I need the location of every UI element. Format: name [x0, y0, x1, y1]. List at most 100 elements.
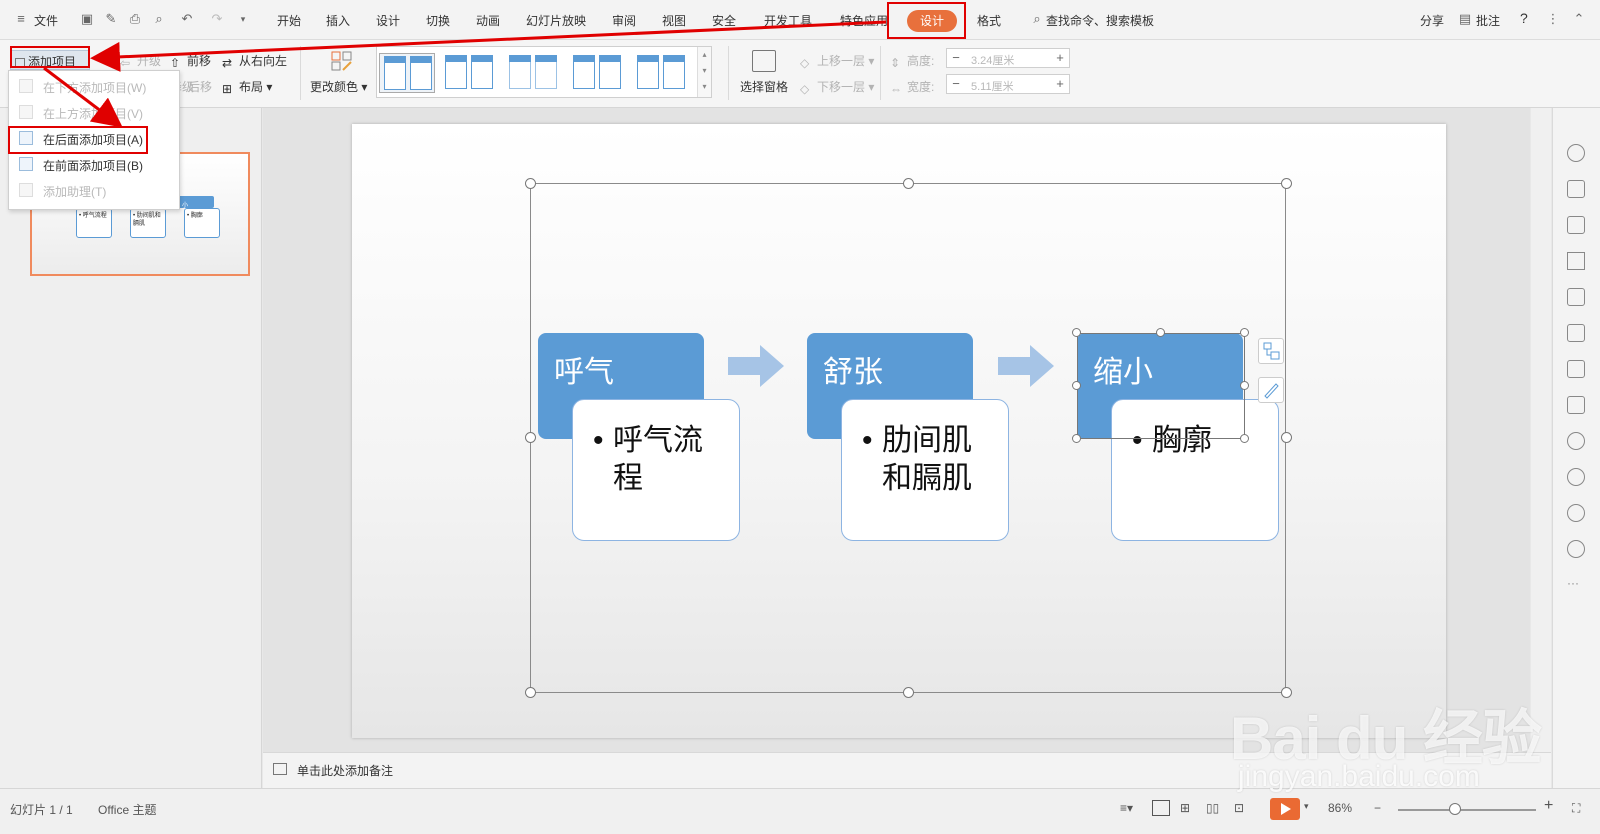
add-item-button[interactable]: 添加项目 — [10, 50, 90, 70]
shape-handle[interactable] — [1240, 381, 1249, 390]
resize-handle[interactable] — [525, 178, 536, 189]
smartart-body-1[interactable]: • 呼气流 程 — [572, 399, 740, 541]
gallery-icon[interactable] — [1567, 324, 1585, 342]
resize-handle[interactable] — [1281, 178, 1292, 189]
comment-button[interactable]: 批注 — [1476, 14, 1501, 28]
shape-icon[interactable] — [1567, 216, 1585, 234]
gallery-scroll[interactable]: ▴▾▾ — [697, 47, 711, 97]
zoom-slider[interactable] — [1398, 809, 1536, 811]
height-spinbox[interactable]: − 3.24厘米 + — [946, 48, 1070, 68]
shape-handle[interactable] — [1072, 434, 1081, 443]
shape-selection-box[interactable] — [1077, 333, 1245, 439]
customize-toolbar-icon[interactable]: ▾ — [240, 14, 246, 24]
tab-view[interactable]: 视图 — [662, 14, 687, 28]
style-thumb[interactable] — [379, 53, 435, 93]
history-icon[interactable] — [1567, 504, 1585, 522]
zoom-level[interactable]: 86% — [1328, 801, 1353, 815]
backup-icon[interactable] — [1567, 468, 1585, 486]
resize-handle[interactable] — [525, 432, 536, 443]
file-menu[interactable]: 文件 — [34, 14, 59, 28]
play-slideshow-button[interactable] — [1270, 798, 1300, 820]
resize-handle[interactable] — [525, 687, 536, 698]
smartart-body-2[interactable]: • 肋间肌 和膈肌 — [841, 399, 1009, 541]
right-to-left-button[interactable]: ⇄从右向左 — [222, 52, 287, 70]
zoom-out-button[interactable]: − — [1374, 801, 1382, 815]
width-value[interactable]: 5.11厘米 — [971, 81, 1014, 93]
style-thumb[interactable] — [569, 53, 625, 93]
more-options-icon[interactable]: ⋮ — [1546, 11, 1560, 26]
tab-design-slide[interactable]: 设计 — [376, 14, 401, 28]
save-icon[interactable]: ▣ — [80, 11, 94, 26]
template-icon[interactable] — [1567, 360, 1585, 378]
tab-format[interactable]: 格式 — [977, 14, 1002, 28]
height-increase-button[interactable]: + — [1056, 50, 1064, 65]
upgrade-button[interactable]: ⇦升级 — [120, 52, 161, 70]
notes-toggle-icon[interactable]: ≡▾ — [1120, 801, 1134, 815]
width-spinbox[interactable]: − 5.11厘米 + — [946, 74, 1070, 94]
style-float-button[interactable] — [1258, 377, 1284, 403]
menu-item-add-below[interactable]: 在下方添加项目(W) — [9, 73, 181, 99]
command-search[interactable]: 查找命令、搜索模板 — [1046, 14, 1155, 28]
image-icon[interactable] — [1567, 396, 1585, 414]
print-preview-icon[interactable]: ⌕ — [155, 11, 163, 26]
style-icon[interactable] — [1567, 252, 1585, 270]
normal-view-icon[interactable] — [1152, 800, 1170, 816]
theme-name[interactable]: Office 主题 — [98, 803, 157, 817]
width-decrease-button[interactable]: − — [952, 76, 960, 91]
shape-handle[interactable] — [1072, 328, 1081, 337]
share-button[interactable]: 分享 — [1420, 14, 1445, 28]
shape-handle[interactable] — [1240, 434, 1249, 443]
redo-icon[interactable]: ↷ — [211, 11, 223, 26]
resize-handle[interactable] — [903, 687, 914, 698]
resize-handle[interactable] — [1281, 432, 1292, 443]
shape-handle[interactable] — [1072, 381, 1081, 390]
tab-slideshow[interactable]: 幻灯片放映 — [526, 14, 587, 28]
send-backward-button[interactable]: ◇下移一层 ▾ — [800, 80, 875, 96]
presenter-icon[interactable]: ⊡ — [1234, 801, 1245, 815]
tab-smartart-design[interactable]: 设计 — [907, 10, 957, 32]
tab-animation[interactable]: 动画 — [476, 14, 501, 28]
menu-item-add-before[interactable]: 在前面添加项目(B) — [9, 151, 181, 177]
slide-sorter-icon[interactable]: ⊞ — [1180, 801, 1191, 815]
notes-placeholder[interactable]: 单击此处添加备注 — [297, 764, 394, 778]
play-dropdown-icon[interactable]: ▾ — [1304, 801, 1309, 811]
resize-handle[interactable] — [1281, 687, 1292, 698]
notes-pane[interactable]: 单击此处添加备注 — [263, 752, 1551, 788]
menu-item-add-after[interactable]: 在后面添加项目(A) — [9, 125, 181, 151]
style-thumb[interactable] — [441, 53, 497, 93]
vertical-scrollbar[interactable] — [1531, 108, 1551, 752]
shape-handle[interactable] — [1156, 328, 1165, 337]
more-icon[interactable]: ··· — [1567, 576, 1579, 590]
zoom-in-button[interactable]: + — [1544, 797, 1554, 814]
reading-view-icon[interactable]: ▯▯ — [1206, 801, 1220, 815]
style-thumb[interactable] — [505, 53, 561, 93]
layout-dropdown[interactable]: ⊞布局 ▾ — [222, 80, 273, 96]
smartart-styles-gallery[interactable]: ▴▾▾ — [376, 46, 712, 98]
format-painter-icon[interactable]: ✎ — [105, 11, 117, 26]
properties-icon[interactable] — [1567, 288, 1585, 306]
height-value[interactable]: 3.24厘米 — [971, 55, 1015, 67]
selection-pane-button[interactable]: 选择窗格 — [740, 78, 788, 95]
tab-transition[interactable]: 切换 — [426, 14, 451, 28]
object-icon[interactable] — [1567, 180, 1585, 198]
shape-handle[interactable] — [1240, 328, 1249, 337]
help-button[interactable]: ? — [1520, 10, 1528, 26]
audio-icon[interactable] — [1567, 432, 1585, 450]
change-color-button[interactable]: 更改颜色 ▾ — [310, 80, 368, 94]
tab-security[interactable]: 安全 — [712, 14, 737, 28]
style-thumb[interactable] — [633, 53, 689, 93]
move-back-button[interactable]: 后移 — [188, 78, 212, 95]
fit-window-icon[interactable]: ⛶ — [1572, 801, 1581, 815]
tab-review[interactable]: 审阅 — [612, 14, 637, 28]
hamburger-menu-icon[interactable]: ≡ — [17, 11, 25, 26]
tab-insert[interactable]: 插入 — [326, 14, 351, 28]
print-icon[interactable]: ⎙ — [129, 11, 141, 26]
add-shape-float-button[interactable] — [1258, 338, 1284, 364]
undo-icon[interactable]: ↶ — [181, 11, 193, 26]
move-forward-button[interactable]: ⇧前移 — [170, 52, 211, 70]
collapse-ribbon-icon[interactable]: ⌃ — [1573, 11, 1585, 26]
zoom-slider-thumb[interactable] — [1449, 803, 1461, 815]
width-increase-button[interactable]: + — [1056, 76, 1064, 91]
menu-item-add-assistant[interactable]: 添加助理(T) — [9, 177, 181, 203]
bring-forward-button[interactable]: ◇上移一层 ▾ — [800, 54, 875, 70]
